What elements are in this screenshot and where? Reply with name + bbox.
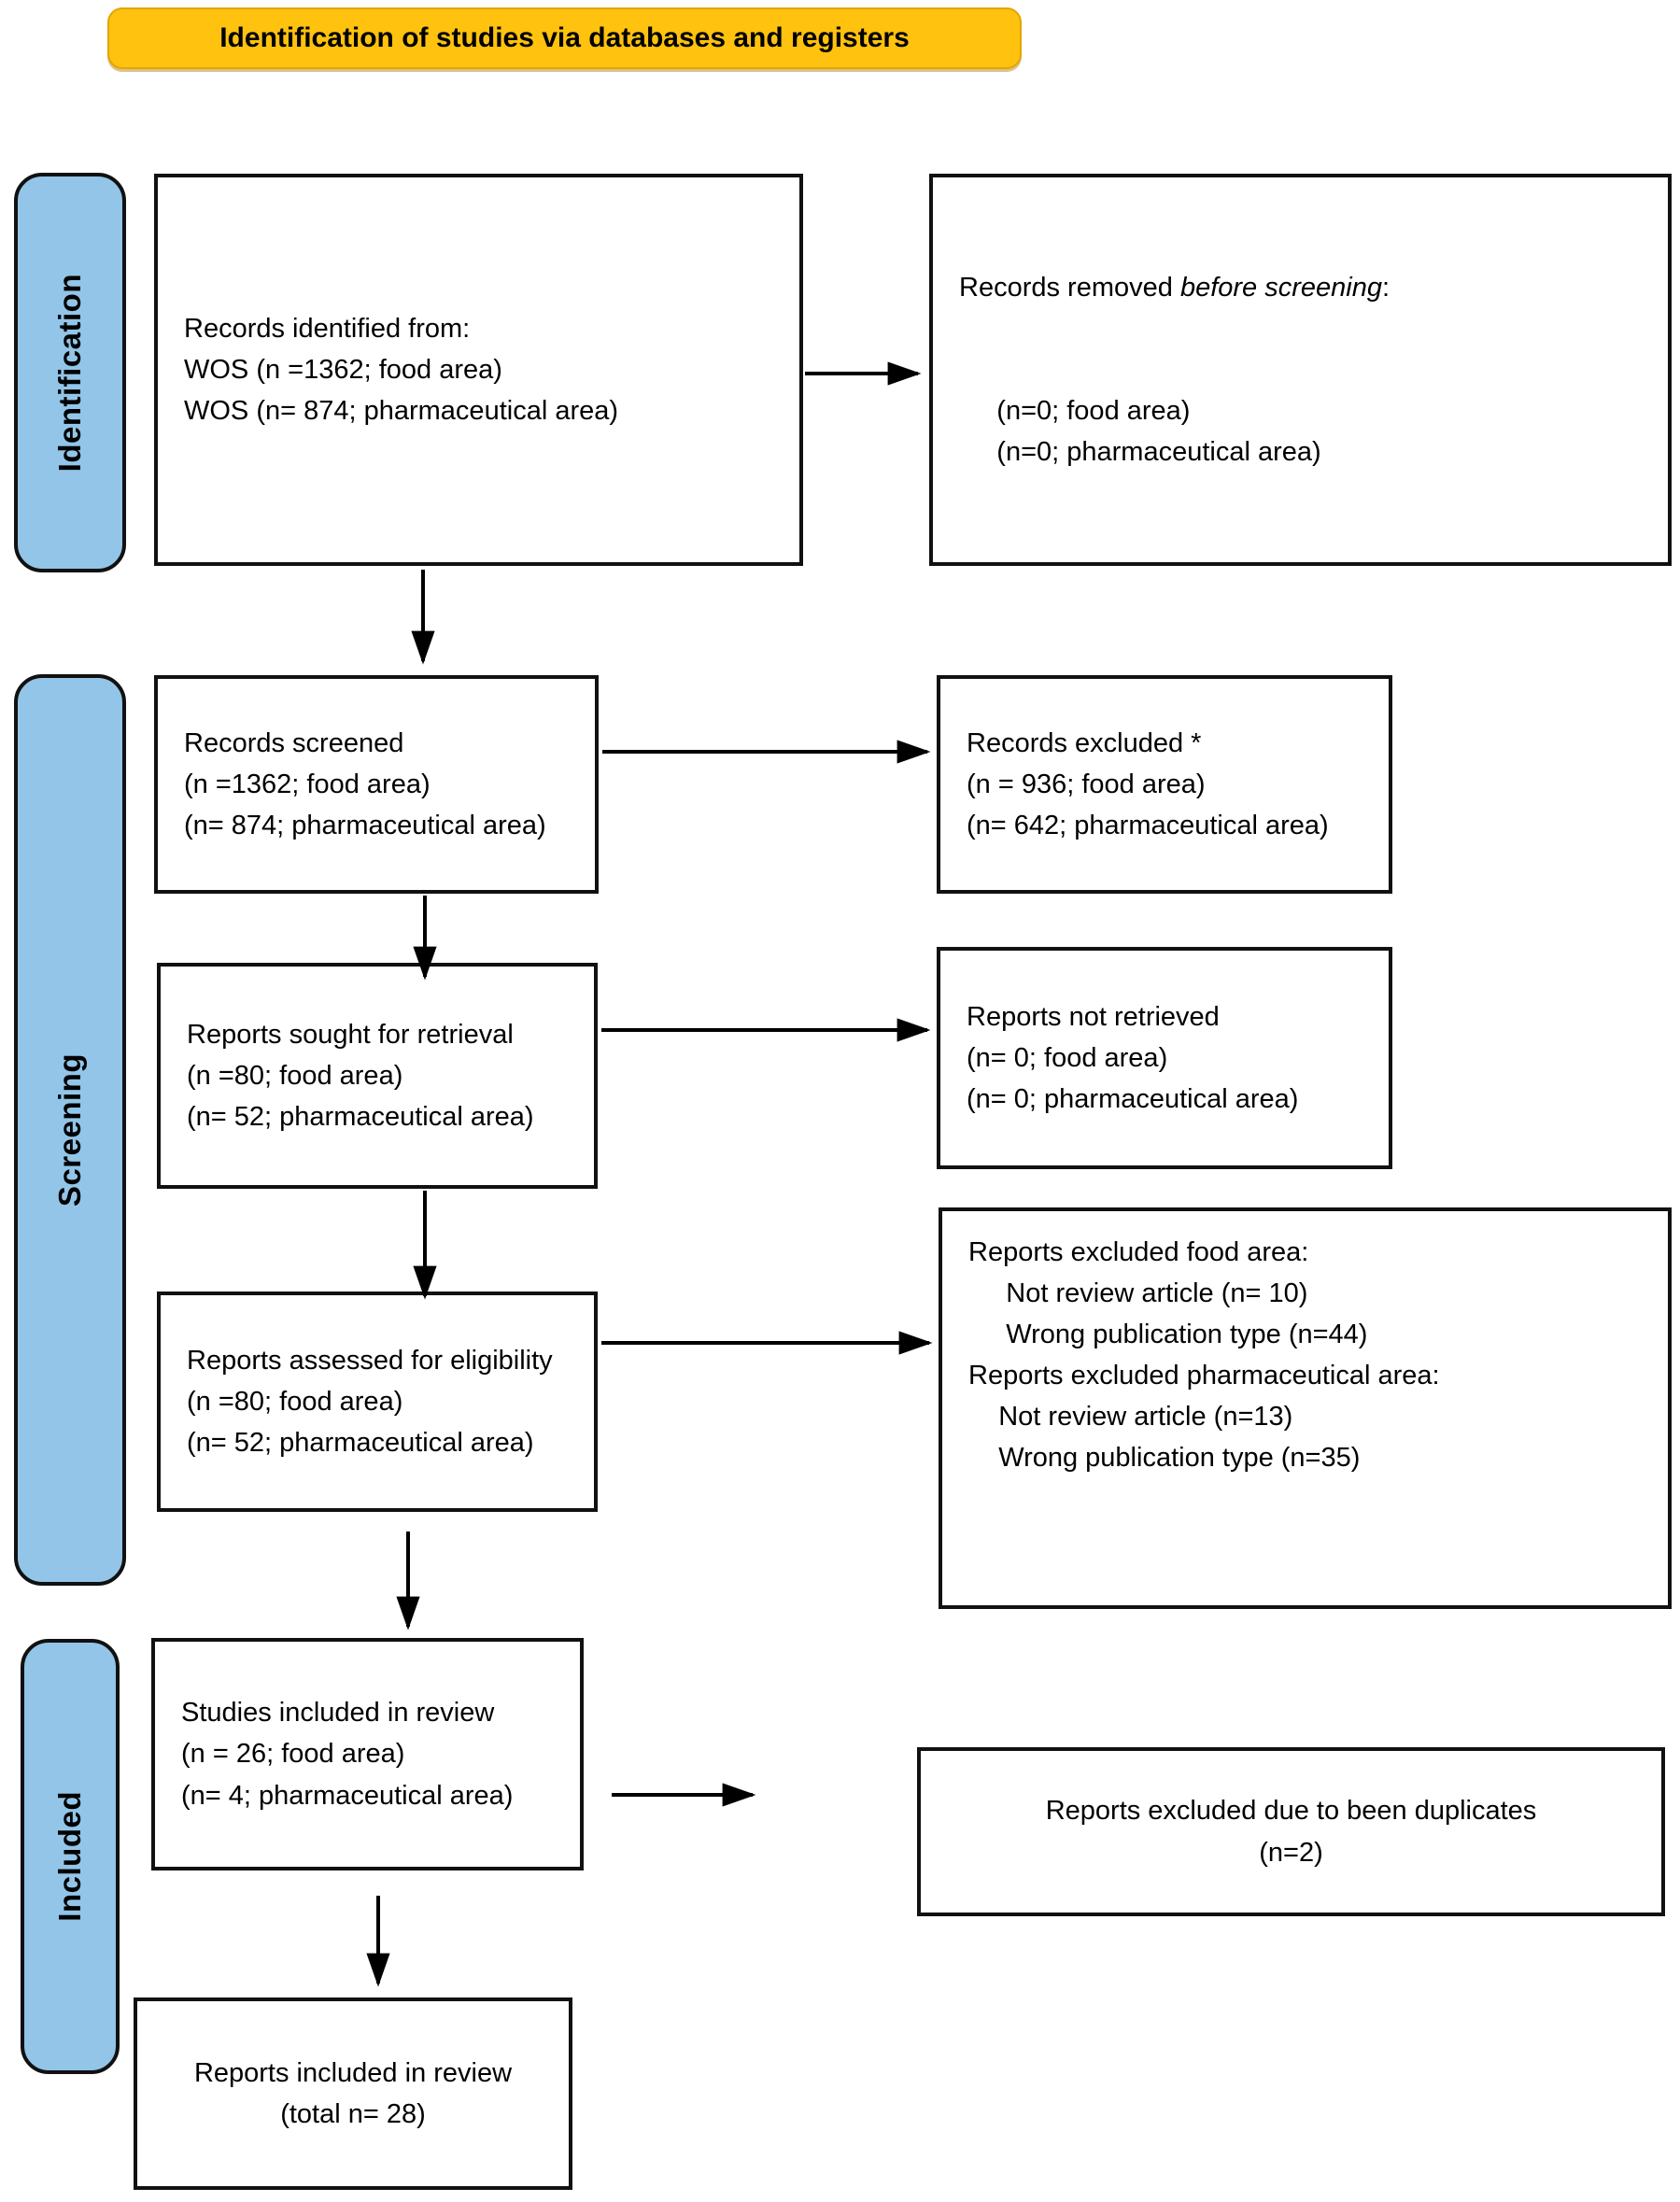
reports-excluded-detail-box: Reports excluded food area: Not review a… (939, 1207, 1672, 1609)
reports-not-retrieved-text: Reports not retrieved (n= 0; food area) … (967, 1001, 1299, 1115)
records-screened-text: Records screened (n =1362; food area) (n… (184, 727, 546, 841)
records-removed-box: Records removed before screening: (n=0; … (929, 174, 1672, 566)
reports-included-text: Reports included in review (total n= 28) (193, 2057, 513, 2129)
stage-label-included: Included (21, 1639, 120, 2074)
records-removed-text: Records removed before screening: (n=0; … (933, 185, 1390, 556)
records-screened-box: Records screened (n =1362; food area) (n… (154, 675, 599, 894)
reports-not-retrieved-box: Reports not retrieved (n= 0; food area) … (937, 947, 1392, 1169)
reports-included-box: Reports included in review (total n= 28) (134, 1997, 572, 2190)
stage-label-included-text: Included (52, 1791, 87, 1922)
reports-excluded-detail-text: Reports excluded food area: Not review a… (968, 1237, 1440, 1474)
stage-label-identification-text: Identification (52, 273, 87, 473)
reports-sought-box: Reports sought for retrieval (n =80; foo… (157, 963, 598, 1189)
records-excluded-text: Records excluded * (n = 936; food area) … (967, 727, 1329, 841)
duplicates-excluded-text: Reports excluded due to been duplicates … (1045, 1796, 1537, 1868)
stage-label-identification: Identification (14, 173, 126, 572)
banner-title: Identification of studies via databases … (219, 22, 910, 53)
reports-sought-text: Reports sought for retrieval (n =80; foo… (187, 1019, 534, 1133)
records-excluded-box: Records excluded * (n = 936; food area) … (937, 675, 1392, 894)
studies-included-box: Studies included in review (n = 26; food… (151, 1638, 584, 1870)
records-identified-text: Records identified from: WOS (n =1362; f… (184, 313, 619, 427)
records-removed-heading: Records removed before screening: (959, 272, 1391, 303)
reports-assessed-text: Reports assessed for eligibility (n =80;… (187, 1345, 553, 1459)
reports-assessed-box: Reports assessed for eligibility (n =80;… (157, 1292, 598, 1512)
records-removed-counts: (n=0; food area) (n=0; pharmaceutical ar… (996, 396, 1321, 468)
duplicates-excluded-box: Reports excluded due to been duplicates … (917, 1747, 1665, 1916)
stage-label-screening: Screening (14, 674, 126, 1586)
stage-label-screening-text: Screening (52, 1052, 87, 1207)
studies-included-text: Studies included in review (n = 26; food… (181, 1698, 514, 1811)
banner: Identification of studies via databases … (107, 7, 1022, 69)
records-identified-box: Records identified from: WOS (n =1362; f… (154, 174, 803, 566)
